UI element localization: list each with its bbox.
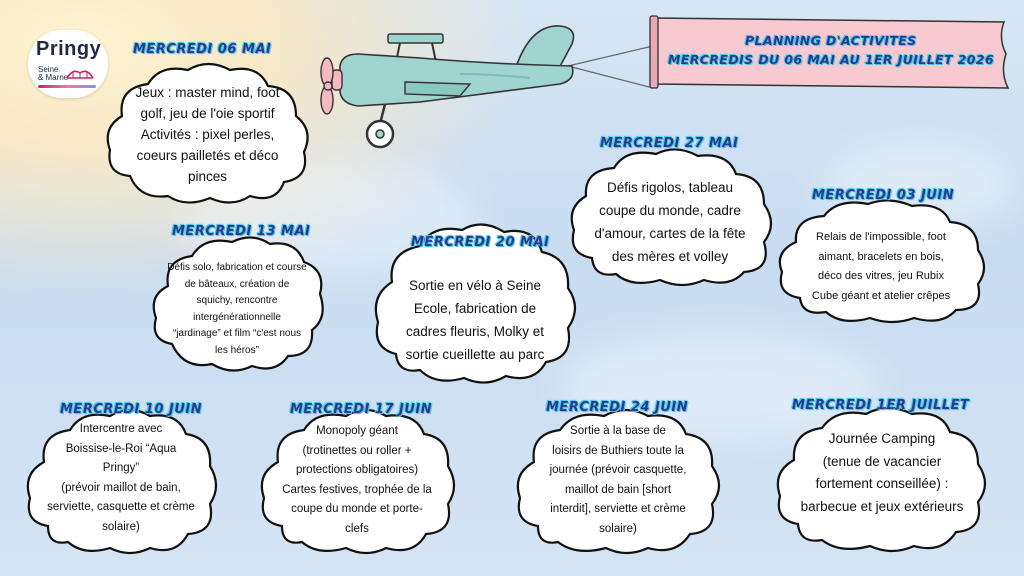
airplane-icon (320, 25, 654, 149)
cloud-text-line: Pringy” (102, 462, 140, 474)
activity-cloud: Sortie à la base de loisirs de Buthiers … (512, 404, 724, 556)
bridge-icon (66, 70, 94, 79)
cloud-text-line: aimant, bracelets en bois, (818, 250, 944, 263)
logo-color-bar (38, 85, 96, 88)
day-heading: MERCREDI 17 JUIN (290, 402, 433, 417)
cloud-text-line: Jeux : master mind, foot (135, 85, 280, 100)
cloud-text-line: squichy, rencontre (196, 295, 278, 306)
cloud-text: Intercentre avec Boissise-le-Roi “Aqua P… (30, 420, 212, 537)
cloud-text-line: protections obligatoires) (295, 464, 419, 476)
activity-cloud: Défis rigolos, tableau coupe du monde, c… (566, 146, 774, 287)
cloud-text-line: Sortie à la base de (570, 425, 666, 437)
cloud-text-line: les héros” (215, 344, 259, 356)
cloud-shape (374, 223, 577, 384)
banner-title-line2: MERCREDIS DU 06 MAI AU 1ER JUILLET 2026 (668, 52, 995, 67)
activity-cloud: Sortie en vélo à Seine Ecole, fabricatio… (370, 218, 578, 386)
cloud-text-line: Ecole, fabrication de (413, 301, 537, 316)
cloud-text: Jeux : master mind, foot golf, jeu de l'… (110, 82, 305, 187)
cloud-shape (516, 408, 721, 555)
cloud-text-line: cadres fleuris, Molky et (405, 324, 545, 339)
cloud-text-line: Défis rigolos, tableau (606, 180, 734, 195)
cloud-text-line: solaire) (102, 520, 140, 533)
cloud-text-line: interdit], serviette et crème (550, 503, 686, 515)
cloud-text-line: pinces (187, 169, 228, 184)
cloud-shape (152, 236, 324, 372)
cloud-text: Sortie en vélo à Seine Ecole, fabricatio… (380, 274, 570, 366)
activity-cloud: Intercentre avec Boissise-le-Roi “Aqua P… (22, 404, 220, 556)
cloud-text: Relais de l'impossible, foot aimant, bra… (780, 228, 982, 306)
cloud-text-line: (prévoir maillot de bain, (61, 481, 181, 494)
cloud-text-line: intergénérationnelle (193, 311, 281, 323)
cloud-text-line: des mères et volley (611, 249, 729, 264)
cloud-text-line: Relais de l'impossible, foot (816, 231, 946, 243)
day-heading: MERCREDI 10 JUIN (60, 402, 203, 417)
cloud-text-line: clefs (345, 522, 369, 535)
cloud-shape (260, 408, 456, 555)
cloud-text-line: fortement conseillée) : (815, 476, 949, 491)
cloud-text-line: barbecue et jeux extérieurs (800, 498, 964, 514)
cloud-text-line: serviette, casquette et crème (47, 501, 195, 513)
cloud-shape (570, 148, 773, 287)
activity-cloud: Jeux : master mind, foot golf, jeu de l'… (100, 58, 315, 205)
cloud-text-line: maillot de bain [short (564, 483, 672, 496)
cloud-text-line: “jardinage” et film “c'est nous (172, 328, 302, 339)
day-heading: MERCREDI 13 MAI (172, 224, 311, 239)
cloud-text-line: déco des vitres, jeu Rubix (818, 270, 944, 282)
activity-cloud: Défis solo, fabrication et course de bât… (148, 232, 326, 374)
logo-sub-2: & Marne (38, 73, 69, 82)
cloud-text: Défis rigolos, tableau coupe du monde, c… (574, 176, 766, 268)
cloud-text-line: Défis solo, fabrication et course (167, 262, 307, 273)
banner-flag (649, 15, 1010, 89)
cloud-text-line: loisirs de Buthiers toute la (552, 444, 684, 457)
cloud-text-line: solaire) (599, 522, 637, 535)
cloud-shape (106, 62, 309, 204)
cloud-text-line: Sortie en vélo à Seine (408, 278, 542, 293)
activity-cloud: Relais de l'impossible, foot aimant, bra… (774, 198, 988, 324)
cloud-shape (26, 408, 218, 555)
cloud-text-line: Monopoly géant (316, 425, 398, 437)
cloud-text-line: d'amour, cartes de la fête (594, 226, 746, 241)
pringy-logo: Pringy Seine & Marne (28, 30, 108, 98)
day-heading: MERCREDI 06 MAI (133, 42, 272, 57)
cloud-text-line: golf, jeu de l'oie sportif (140, 106, 275, 121)
day-heading: MERCREDI 03 JUIN (812, 188, 955, 203)
cloud-text-line: Journée Camping (828, 431, 936, 446)
cloud-text-line: coupe du monde, cadre (599, 203, 741, 218)
cloud-text: Journée Camping (tenue de vacancier fort… (780, 428, 984, 518)
cloud-text: Sortie à la base de loisirs de Buthiers … (518, 422, 718, 539)
logo-name: Pringy (36, 38, 102, 60)
cloud-text-line: (trotinettes ou roller + (302, 444, 412, 457)
cloud-text-line: Cartes festives, trophée de la (282, 483, 432, 496)
logo-sub-1: Seine (38, 65, 59, 74)
cloud-text: Défis solo, fabrication et course de bât… (154, 260, 320, 359)
day-heading: MERCREDI 24 JUIN (546, 400, 689, 415)
activity-cloud: Journée Camping (tenue de vacancier fort… (772, 404, 992, 554)
cloud-text-line: sortie cueillette au parc (405, 347, 545, 362)
cloud-shape (778, 199, 986, 324)
cloud-text-line: de bâteaux, création de (184, 278, 290, 290)
activity-cloud: Monopoly géant (trotinettes ou roller + … (256, 404, 458, 556)
cloud-shape (776, 406, 987, 553)
day-heading: MERCREDI 27 MAI (600, 136, 739, 151)
banner-title-line1: PLANNING D'ACTIVITES (745, 33, 917, 48)
cloud-text-line: coeurs pailletés et déco (136, 148, 279, 163)
day-heading: MERCREDI 20 MAI (411, 235, 550, 250)
cloud-text-line: Boissise-le-Roi “Aqua (65, 442, 177, 455)
cloud-text-line: Intercentre avec (79, 423, 163, 435)
day-heading: MERCREDI 1ER JUILLET (792, 398, 970, 413)
cloud-text-line: Cube géant et atelier crêpes (811, 289, 951, 302)
cloud-text-line: journée (prévoir casquette, (549, 464, 687, 476)
cloud-text: Monopoly géant (trotinettes ou roller + … (262, 422, 452, 539)
cloud-text-line: coupe du monde et porte- (291, 503, 423, 515)
cloud-text-line: Activités : pixel perles, (140, 127, 275, 142)
cloud-text-line: (tenue de vacancier (822, 453, 942, 469)
